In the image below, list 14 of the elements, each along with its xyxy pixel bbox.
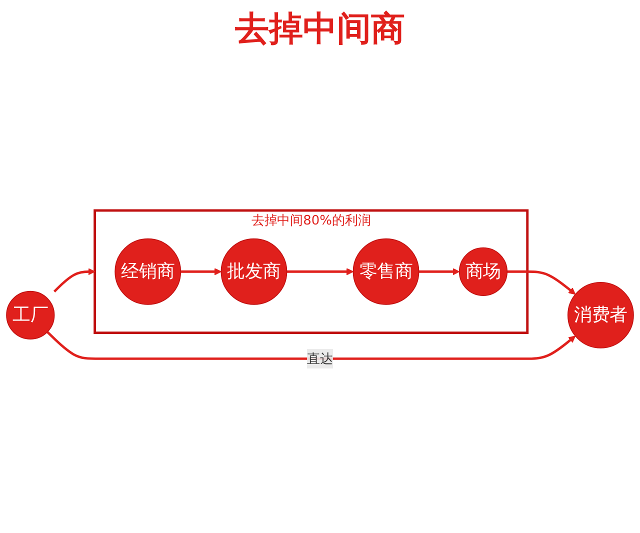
node-circle: 批发商: [220, 238, 288, 304]
arrow: [286, 268, 354, 275]
arrow: [180, 268, 222, 275]
arrow: [53, 268, 96, 292]
node-circle: 消费者: [567, 282, 634, 348]
arrow: [46, 330, 576, 360]
arrow: [418, 268, 460, 275]
diagram-title: 去掉中间商: [234, 8, 406, 51]
node-circle: 经销商: [114, 238, 182, 304]
node-circle: 商场: [458, 246, 508, 296]
node-circle: 零售商: [352, 238, 420, 304]
edge-label: 直达: [307, 350, 333, 366]
arrow: [507, 270, 576, 294]
node-circle: 工厂: [6, 290, 55, 340]
